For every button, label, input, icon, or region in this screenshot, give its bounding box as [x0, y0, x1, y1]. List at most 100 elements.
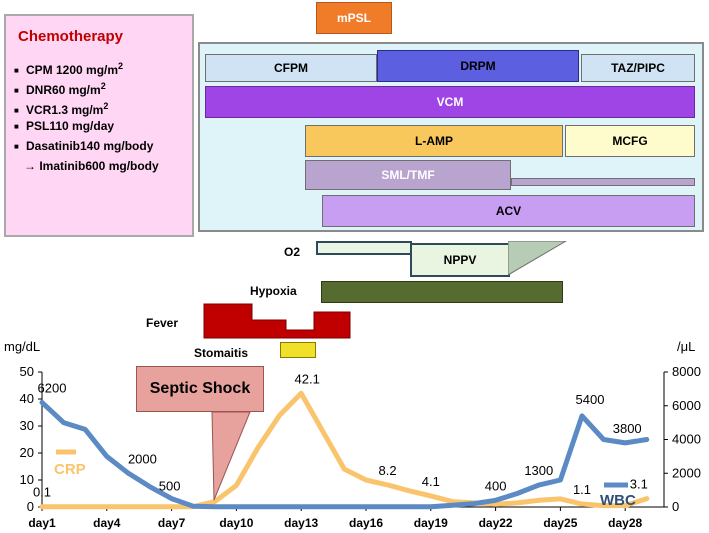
series-point-wbc [192, 505, 194, 507]
series-point-crp [322, 430, 324, 432]
series-point-wbc [343, 506, 345, 508]
bar-cfpm: CFPM [205, 54, 377, 82]
series-point-crp [603, 505, 605, 507]
chemotherapy-item: ■CPM 1200 mg/m2 [14, 61, 124, 77]
series-point-wbc [387, 506, 389, 508]
x-axis-tick-label: day25 [543, 516, 577, 530]
series-point-crp [149, 506, 151, 508]
chemotherapy-item: ■DNR60 mg/m2 [14, 81, 106, 97]
series-point-crp [63, 506, 65, 508]
series-point-wbc [127, 472, 129, 474]
series-point-crp [235, 484, 237, 486]
x-axis-tick-label: day4 [93, 516, 121, 530]
series-point-wbc [559, 479, 561, 481]
left-axis-tick-label: 20 [20, 445, 34, 460]
chemotherapy-item-superscript: 2 [100, 81, 106, 91]
bar-l-amp: L-AMP [305, 125, 563, 157]
series-point-wbc [538, 484, 540, 486]
x-axis-tick-label: day10 [219, 516, 253, 530]
bar-sml-tmf-continuation [511, 178, 695, 186]
chemotherapy-item-text: VCR1.3 mg/m [26, 103, 104, 117]
right-axis-tick-label: 2000 [672, 465, 701, 480]
x-axis-tick-label: day13 [284, 516, 318, 530]
bar-vcm: VCM [205, 86, 695, 118]
series-point-crp [559, 498, 561, 500]
x-axis-tick-label: day16 [349, 516, 383, 530]
series-point-wbc [408, 506, 410, 508]
series-point-wbc [279, 506, 281, 508]
left-axis-tick-label: 30 [20, 418, 34, 433]
x-axis-tick-label: day19 [414, 516, 448, 530]
series-point-wbc [473, 503, 475, 505]
left-axis-tick-label: 40 [20, 391, 34, 406]
series-point-wbc [214, 506, 216, 508]
bar-fever [203, 303, 351, 339]
right-axis-tick-label: 6000 [672, 398, 701, 413]
data-label-wbc: 1300 [524, 463, 553, 478]
data-label-crp: 42.1 [295, 371, 320, 386]
bar-mpsl: mPSL [316, 2, 392, 34]
series-point-wbc [106, 455, 108, 457]
bar-mcfg: MCFG [565, 125, 695, 157]
left-axis-tick-label: 0 [27, 499, 34, 514]
data-label-crp: 1.1 [573, 482, 591, 497]
series-point-crp [257, 447, 259, 449]
series-point-wbc [365, 506, 367, 508]
left-axis-tick-label: 50 [20, 364, 34, 379]
series-point-wbc [451, 504, 453, 506]
data-label-crp: 8.2 [379, 463, 397, 478]
nppv-taper [508, 241, 567, 276]
series-point-crp [581, 503, 583, 505]
series-point-crp [538, 499, 540, 501]
series-point-crp [41, 506, 43, 508]
data-label-wbc: 3800 [613, 421, 642, 436]
series-point-wbc [235, 506, 237, 508]
bar-nppv: NPPV [410, 243, 510, 277]
bar-drpm: DRPM [377, 50, 579, 82]
bar-taz-pipc: TAZ/PIPC [581, 54, 695, 82]
chemotherapy-item-text: Dasatinib140 mg/body [26, 139, 154, 153]
chemotherapy-item: ■Dasatinib140 mg/body [14, 139, 154, 153]
chart-series [39, 390, 650, 510]
right-axis-tick-label: 4000 [672, 432, 701, 447]
series-point-crp [127, 506, 129, 508]
x-axis-tick-label: day7 [158, 516, 186, 530]
data-label-wbc: 6200 [38, 380, 67, 395]
series-point-wbc [646, 439, 648, 440]
right-axis-tick-label: 8000 [672, 364, 701, 379]
series-point-crp [365, 479, 367, 481]
chemotherapy-item: ■PSL110 mg/day [14, 119, 115, 133]
series-point-wbc [171, 498, 173, 500]
legend-label-wbc: WBC [600, 492, 636, 509]
chart-axes: mg/dL/μL0102030405002000400060008000day1… [4, 339, 701, 530]
series-point-crp [171, 506, 173, 508]
right-axis-tick-label: 0 [672, 499, 679, 514]
data-label-wbc: 400 [485, 478, 507, 493]
data-label-crp: 0.1 [33, 485, 51, 500]
chemotherapy-item-text: DNR60 mg/m [26, 83, 101, 97]
series-point-crp [214, 501, 216, 503]
right-axis-unit: /μL [677, 339, 695, 354]
chemotherapy-item-text: → Imatinib600 mg/body [24, 159, 159, 173]
chemotherapy-item: → Imatinib600 mg/body [12, 156, 159, 176]
chemotherapy-item-superscript: 2 [118, 61, 124, 71]
series-point-crp [624, 505, 626, 507]
chemotherapy-item: ■VCR1.3 mg/m2 [14, 101, 109, 117]
series-point-wbc [624, 442, 626, 444]
series-point-wbc [41, 401, 43, 403]
bar-acv: ACV [322, 195, 695, 227]
series-point-wbc [495, 499, 497, 501]
series-point-crp [84, 506, 86, 508]
series-point-wbc [63, 422, 65, 424]
data-label-wbc: 5400 [576, 392, 605, 407]
data-label-wbc: 500 [159, 479, 181, 494]
series-point-crp [343, 468, 345, 470]
legend-label-crp: CRP [54, 461, 86, 478]
series-point-crp [279, 414, 281, 416]
series-point-wbc [257, 506, 259, 508]
septic-shock-callout: Septic Shock [136, 366, 264, 412]
chemotherapy-item-text: PSL110 mg/day [26, 119, 115, 133]
